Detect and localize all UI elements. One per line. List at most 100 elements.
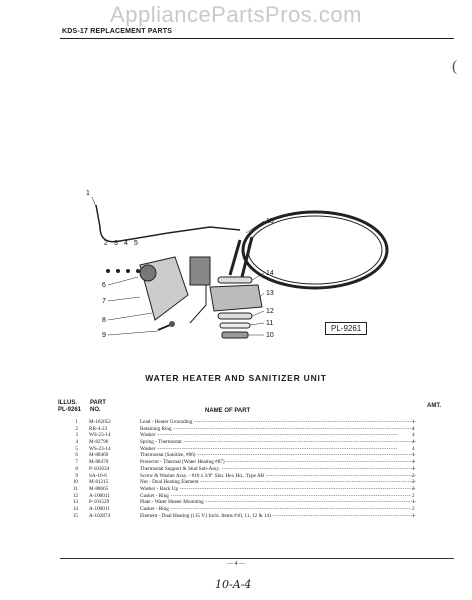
leader-8	[107, 312, 153, 321]
part-name: Lead - Heater Grounding	[140, 419, 416, 426]
part-name: Nut - Dual Heating Element	[140, 479, 416, 486]
callout-7: 7	[102, 298, 106, 305]
illus-number: 7	[75, 459, 78, 466]
part-name: Spring - Thermostat	[140, 439, 416, 446]
leader-7	[107, 296, 141, 302]
part-number: P-101634	[89, 465, 110, 472]
part-name: Plate - Water Heater Mounting	[140, 499, 416, 506]
header-part-line1: PART	[90, 400, 106, 406]
part-name: Protector - Thermal (Water Heating #87)	[140, 459, 416, 466]
illus-number: 1	[75, 419, 78, 425]
diagram-drawing: 1 2 3 4 5 6 7 8 9 10 11 12 13 14 15	[86, 190, 389, 339]
header-part-line2: NO.	[90, 407, 101, 413]
illus-number: 11	[73, 485, 78, 492]
leader-14	[251, 272, 265, 281]
leader-11	[249, 322, 265, 326]
part-name: Gasket - Ring	[140, 493, 416, 500]
part-name: Thermostat Support & Stud Sub-Assy.	[140, 466, 416, 473]
table-row: 12 A-100011 Gasket - Ring2	[58, 493, 458, 500]
exploded-parts-diagram: 1 2 3 4 5 6 7 8 9 10 11 12 13 14 15	[80, 185, 390, 355]
callout-11: 11	[266, 320, 273, 327]
part-name: Washer	[140, 446, 416, 453]
thermostat	[139, 264, 157, 282]
illus-number: 12	[72, 492, 78, 499]
illus-number: 5	[75, 445, 78, 452]
part-number: M-88665	[89, 485, 109, 492]
header-illus: ILLUS. PL-9261	[58, 400, 81, 414]
header-amt: AMT.	[427, 403, 441, 409]
header-illus-line1: ILLUS.	[58, 400, 77, 406]
part-number: A-102874	[89, 512, 111, 519]
part-amount: 1	[412, 465, 415, 472]
leader-13	[259, 292, 265, 298]
page-number: — 4 —	[227, 561, 245, 567]
part-number: A-100011	[89, 492, 110, 499]
illus-number: 15	[72, 512, 78, 519]
part-amount: 4	[412, 425, 415, 432]
part-number: M-88469	[89, 452, 109, 459]
part-amount: 4	[412, 445, 415, 452]
illus-number: 10	[72, 479, 78, 486]
part-number: WS-23-14	[89, 432, 111, 439]
callout-15: 15	[266, 218, 274, 225]
spring-small	[126, 269, 130, 273]
part-name: Gasket - Ring	[140, 506, 416, 513]
illus-number: 6	[75, 452, 78, 459]
grounding-lead	[95, 204, 241, 243]
header-part: PART NO.	[90, 400, 106, 414]
backup-washer	[219, 322, 251, 329]
heating-element-ring	[241, 210, 389, 290]
illus-number: 9	[75, 472, 78, 479]
handwritten-note: 10-A-4	[215, 578, 252, 591]
part-number: P-101529	[89, 499, 110, 506]
part-amount: 2	[412, 492, 415, 499]
part-amount: 4	[412, 439, 415, 446]
part-amount: 2	[412, 505, 415, 512]
part-amount: 2	[412, 485, 415, 492]
washer-small	[136, 269, 140, 273]
header-illus-line2: PL-9261	[58, 407, 82, 413]
leader-12	[251, 310, 265, 317]
leader-1	[91, 196, 97, 208]
callout-9: 9	[102, 332, 106, 339]
part-amount: 1	[412, 452, 415, 459]
illus-number: 14	[72, 505, 78, 512]
part-name: Washer	[140, 432, 416, 439]
gasket-upper	[217, 276, 253, 284]
retaining-ring	[106, 269, 110, 273]
callout-12: 12	[266, 308, 274, 315]
part-amount: 1	[412, 512, 415, 519]
part-number: SA-16-6	[89, 472, 107, 479]
part-amount: 2	[412, 479, 415, 486]
illus-number: 13	[72, 499, 78, 506]
screw	[157, 324, 171, 331]
table-row: 11 M-88665 Washer - Back Up2	[58, 486, 458, 493]
nut	[221, 331, 249, 339]
callout-3: 3	[114, 240, 118, 247]
part-number: M-88470	[89, 459, 109, 466]
table-row: 5WS-23-14Washer4	[58, 446, 458, 453]
part-number: M-82790	[89, 439, 109, 446]
washer-stack-line	[189, 280, 207, 324]
part-amount: 4	[412, 432, 415, 439]
corner-mark: (	[452, 58, 458, 75]
illus-number: 2	[75, 425, 78, 432]
leader-6	[107, 276, 139, 286]
callout-5: 5	[134, 240, 138, 247]
illus-number: 3	[75, 432, 78, 439]
element-lead-left	[228, 239, 242, 276]
leader-15	[245, 220, 265, 234]
leader-9	[107, 330, 159, 336]
element-lead-right	[240, 236, 254, 278]
part-name: Washer - Back Up	[140, 486, 416, 493]
part-number: A-100011	[89, 505, 110, 512]
callout-1: 1	[86, 190, 90, 197]
gasket-lower	[217, 312, 253, 320]
part-amount: 2	[412, 472, 415, 479]
